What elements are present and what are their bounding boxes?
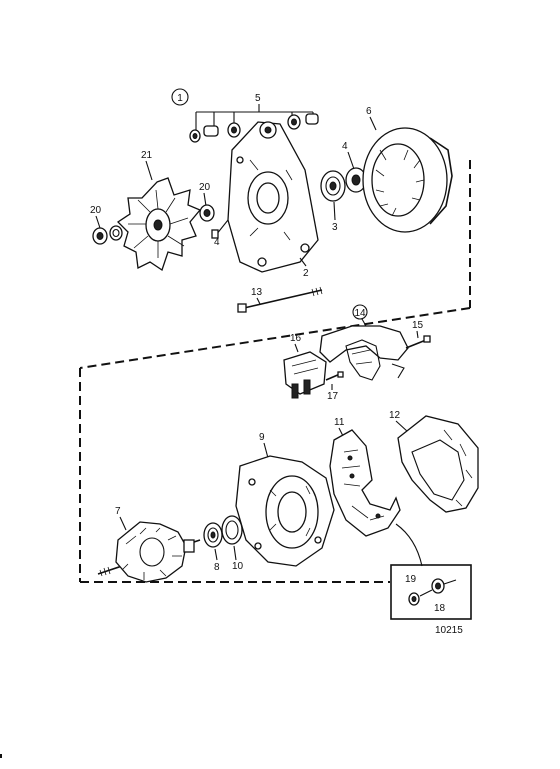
part-14-rectifier-bracket: 14 [319,304,409,381]
svg-text:16: 16 [290,333,302,344]
part-9-slip-ring-end-frame: 9 [235,432,335,567]
part-12-rear-cover: 12 [389,410,479,513]
svg-text:21: 21 [141,150,153,161]
part-13-through-bolt: 13 [237,286,323,313]
part-17-screw: 17 [325,371,344,402]
part-8-bearing: 8 [203,522,223,573]
svg-text:17: 17 [327,391,339,402]
svg-text:18: 18 [434,603,446,614]
group-frame-dashed [79,160,471,583]
svg-text:20: 20 [90,205,102,216]
svg-text:20: 20 [199,182,211,193]
svg-text:14: 14 [354,308,366,319]
part-16-regulator: 16 [283,333,327,399]
part-15-screw: 15 [405,320,431,349]
inset-box-18-19: 19 18 [390,564,472,620]
svg-text:11: 11 [334,417,345,428]
part-7-rotor: 7 [97,506,201,583]
part-5-sleeves-bolts: 5 [189,93,319,143]
part-2-drive-end-frame: 2 [227,121,319,279]
svg-text:19: 19 [405,574,417,585]
part-10-ring: 10 [221,515,244,572]
svg-text:10: 10 [232,561,244,572]
connector-wire [395,523,423,567]
edge-mark [0,754,2,758]
svg-text:5: 5 [255,93,261,104]
part-20-nut-washer: 20 20 [90,182,215,245]
svg-text:8: 8 [214,562,220,573]
svg-text:3: 3 [332,222,338,233]
part-21-fan: 21 [116,150,202,272]
part-6-stator: 6 [362,106,453,233]
svg-text:1: 1 [177,93,183,104]
svg-text:9: 9 [259,432,265,443]
svg-text:2: 2 [303,268,309,279]
svg-text:7: 7 [115,506,121,517]
svg-text:12: 12 [389,410,401,421]
figure-code: 10215 [435,625,463,636]
callout-1: 1 [171,88,189,106]
part-11-diode-plate: 11 [329,417,401,537]
part-3-bearing: 3 4 [320,141,367,233]
part-4-bolt: 4 [211,219,229,248]
svg-text:4: 4 [214,237,220,248]
svg-text:13: 13 [251,287,263,298]
svg-text:15: 15 [412,320,424,331]
svg-text:6: 6 [366,106,372,117]
svg-text:4: 4 [342,141,348,152]
